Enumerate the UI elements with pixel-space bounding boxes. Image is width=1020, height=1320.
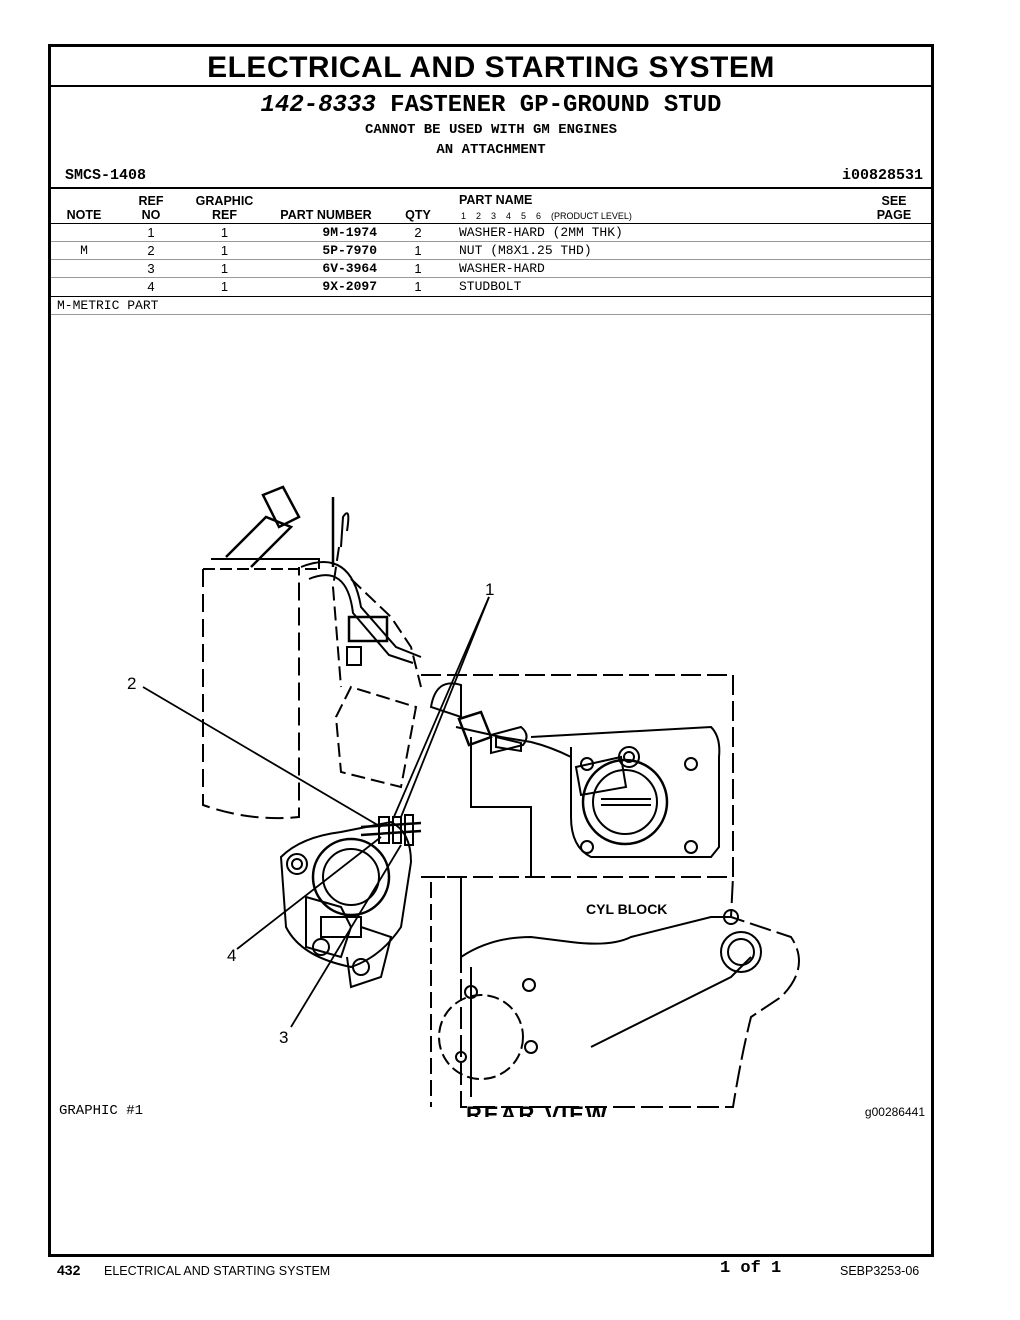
solenoid-body — [334, 685, 418, 789]
row-part-number: 6V-3964 — [322, 261, 377, 276]
footnote-rule — [51, 314, 931, 315]
product-level-header: 1 2 3 4 5 6 (PRODUCT LEVEL) — [461, 211, 632, 221]
col-part-number-header: PART NUMBER — [280, 208, 372, 222]
row-qty: 1 — [414, 261, 422, 276]
throttle-body — [581, 758, 669, 846]
cylinder-block — [423, 876, 800, 1108]
starter-motor — [202, 567, 300, 820]
row-part-name: WASHER-HARD (2MM THK) — [459, 225, 623, 240]
col-qty-header: QTY — [405, 208, 431, 222]
smcs-code: SMCS-1408 — [65, 167, 147, 184]
col-see-page-header-1: SEE — [881, 194, 907, 208]
cyl-block-label: CYL BLOCK — [586, 901, 667, 917]
row-ref: 1 — [147, 225, 155, 240]
col-graphic-header-1: GRAPHIC — [195, 194, 254, 208]
page-frame: ELECTRICAL AND STARTING SYSTEM 142-8333 … — [48, 44, 934, 1257]
document-number: SEBP3253-06 — [840, 1264, 920, 1278]
col-graphic-header-2: REF — [212, 208, 237, 222]
group-name: FASTENER GP-GROUND STUD — [390, 92, 722, 119]
row-rule — [51, 241, 931, 242]
row-ref: 4 — [147, 279, 155, 294]
callout-4: 4 — [227, 946, 236, 965]
callouts: 1 2 3 4 — [127, 580, 494, 1047]
row-part-number: 5P-7970 — [322, 243, 377, 258]
callout-leaders — [142, 596, 490, 1028]
engine-drawing — [202, 485, 800, 1108]
graphic-caption: GRAPHIC #1 — [59, 1103, 144, 1119]
table-bottom-rule — [51, 296, 931, 297]
col-part-name-header: PART NAME — [459, 193, 533, 207]
row-part-name: STUDBOLT — [459, 279, 522, 294]
group-title: 142-8333 FASTENER GP-GROUND STUD — [51, 92, 931, 119]
row-ref: 3 — [147, 261, 155, 276]
col-note-header: NOTE — [66, 208, 102, 222]
row-part-number: 9M-1974 — [322, 225, 377, 240]
group-note-2: AN ATTACHMENT — [436, 142, 546, 158]
solenoid-relay — [347, 615, 389, 643]
row-part-name: WASHER-HARD — [459, 261, 545, 276]
row-ref: 2 — [147, 243, 155, 258]
row-qty: 1 — [414, 279, 422, 294]
rear-view-label: REAR VIEW — [466, 1102, 609, 1117]
illustration-id: i00828531 — [841, 167, 923, 184]
row-part-number: 9X-2097 — [322, 279, 377, 294]
callout-3: 3 — [279, 1028, 288, 1047]
group-part-number: 142-8333 — [260, 92, 376, 119]
col-ref-header-1: REF — [138, 194, 164, 208]
row-qty: 1 — [414, 243, 422, 258]
system-title: ELECTRICAL AND STARTING SYSTEM — [51, 49, 931, 87]
row-qty: 2 — [414, 225, 422, 240]
graphic-id: g00286441 — [864, 1105, 925, 1119]
col-see-page-header-2: PAGE — [876, 208, 912, 222]
group-note-1: CANNOT BE USED WITH GM ENGINES — [364, 122, 618, 138]
footer-section: ELECTRICAL AND STARTING SYSTEM — [104, 1264, 331, 1278]
row-rule — [51, 259, 931, 260]
col-ref-header-2: NO — [141, 208, 161, 222]
row-rule — [51, 277, 931, 278]
row-graphic: 1 — [220, 279, 229, 294]
row-part-name: NUT (M8X1.25 THD) — [459, 243, 592, 258]
parts-illustration: 1 2 3 4 CYL BLOCK REAR VIEW — [127, 485, 800, 1117]
metric-footnote: M-METRIC PART — [57, 298, 159, 313]
row-graphic: 1 — [220, 243, 229, 258]
page-number: 432 — [57, 1262, 81, 1278]
header-rule — [51, 223, 931, 224]
row-graphic: 1 — [220, 225, 229, 240]
gear-housing — [279, 820, 413, 969]
table-top-rule — [51, 187, 931, 189]
engine-top-cover — [421, 674, 734, 878]
row-note: M — [80, 243, 88, 258]
callout-2: 2 — [127, 674, 136, 693]
row-graphic: 1 — [220, 261, 229, 276]
page-of: 1 of 1 — [720, 1259, 782, 1278]
callout-1: 1 — [485, 580, 494, 599]
